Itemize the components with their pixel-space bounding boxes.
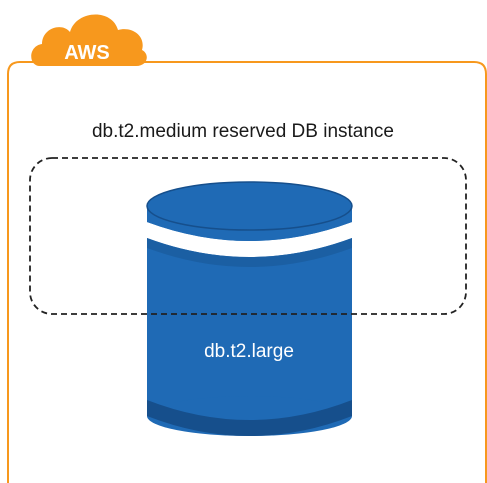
aws-cloud-label: AWS: [64, 42, 110, 64]
database-label: db.t2.large: [204, 341, 294, 362]
aws-cloud-icon: AWS: [31, 14, 147, 66]
reserved-instance-label: db.t2.medium reserved DB instance: [92, 121, 394, 142]
database-cylinder-icon: [147, 182, 352, 436]
